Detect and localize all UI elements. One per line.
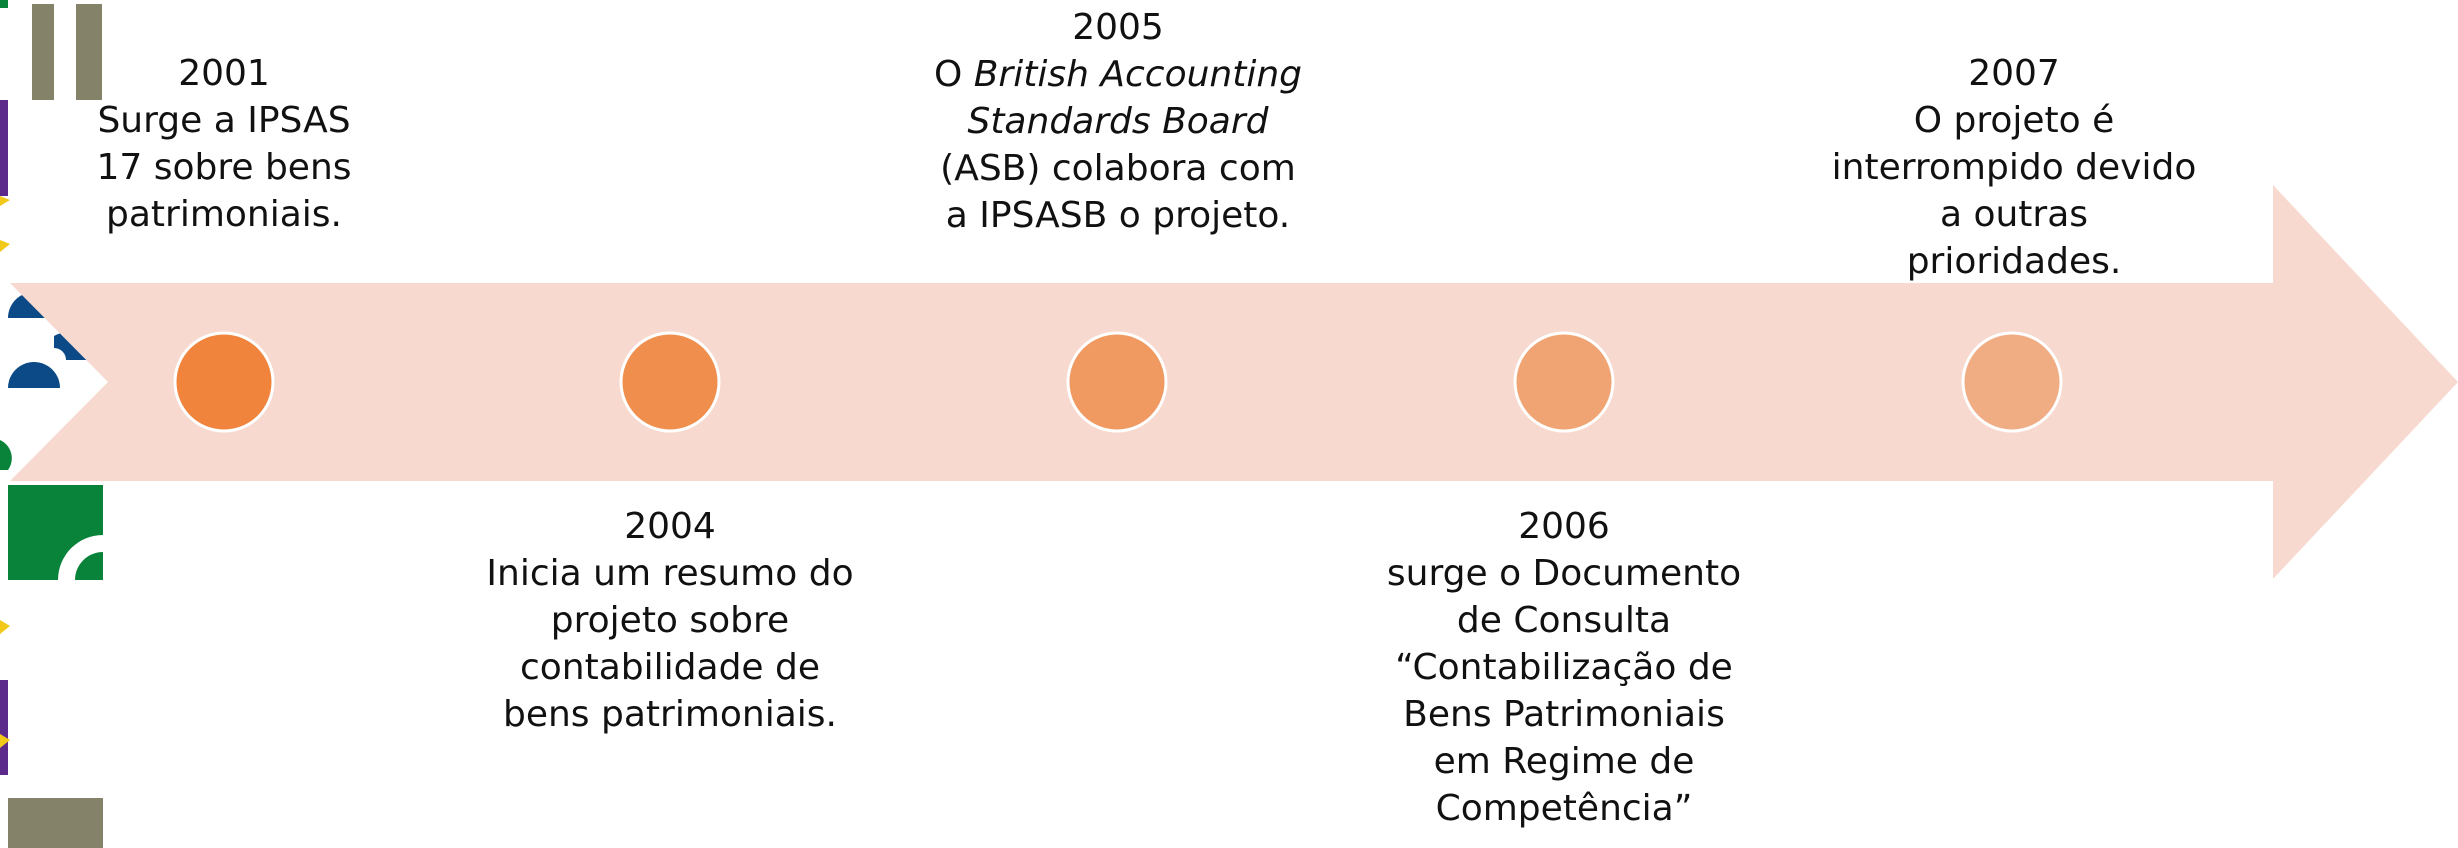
- event-year: 2001: [178, 53, 270, 94]
- deco-olive-bar-3: [8, 798, 103, 848]
- deco-purple-block-2: [0, 680, 8, 775]
- event-year: 2005: [1072, 7, 1164, 48]
- deco-green-tick: [0, 0, 8, 8]
- event-description: O British Accounting Standards Board (AS…: [925, 51, 1311, 239]
- event-description: surge o Documento de Consulta “Contabili…: [1386, 553, 1742, 829]
- timeline-marker-2005: [1066, 331, 1168, 433]
- deco-yellow-triangle-1: [0, 196, 10, 206]
- event-description: O projeto é interrompido devido a outras…: [1831, 100, 2197, 282]
- timeline-marker-2007: [1961, 331, 2063, 433]
- deco-yellow-triangle-4: [0, 734, 10, 748]
- event-description-organization: British Accounting Standards Board: [967, 54, 1303, 142]
- deco-green-block: [8, 485, 103, 580]
- event-year: 2004: [624, 506, 716, 547]
- deco-green-block-ring: [58, 535, 103, 580]
- event-year: 2006: [1518, 506, 1610, 547]
- timeline-marker-2004: [619, 331, 721, 433]
- event-year: 2007: [1968, 53, 2060, 94]
- timeline-event-2005: 2005 O British Accounting Standards Boar…: [918, 4, 1318, 239]
- deco-purple-block-1: [0, 100, 8, 196]
- timeline-arrow: [10, 185, 2458, 579]
- timeline-marker-2006: [1513, 331, 1615, 433]
- timeline-event-2001: 2001 Surge a IPSAS 17 sobre bens patrimo…: [24, 50, 424, 238]
- timeline-event-2006: 2006 surge o Documento de Consulta “Cont…: [1364, 503, 1764, 832]
- timeline-marker-2001: [173, 331, 275, 433]
- event-description-suffix: (ASB) colabora com a IPSASB o projeto.: [940, 148, 1296, 236]
- deco-olive-bar-1: [32, 4, 54, 100]
- deco-olive-bar-2: [76, 4, 102, 100]
- deco-yellow-triangle-2: [0, 240, 10, 252]
- event-description: Surge a IPSAS 17 sobre bens patrimoniais…: [96, 100, 352, 235]
- timeline-markers: [173, 331, 2063, 433]
- deco-blue-half-disc-3: [8, 362, 60, 388]
- deco-yellow-triangle-3: [0, 620, 10, 634]
- timeline-event-2007: 2007 O projeto é interrompido devido a o…: [1814, 50, 2214, 285]
- deco-green-arc-edge: [0, 440, 12, 470]
- event-description-prefix: O: [933, 54, 974, 95]
- event-description: Inicia um resumo do projeto sobre contab…: [486, 553, 854, 735]
- timeline-event-2004: 2004 Inicia um resumo do projeto sobre c…: [470, 503, 870, 738]
